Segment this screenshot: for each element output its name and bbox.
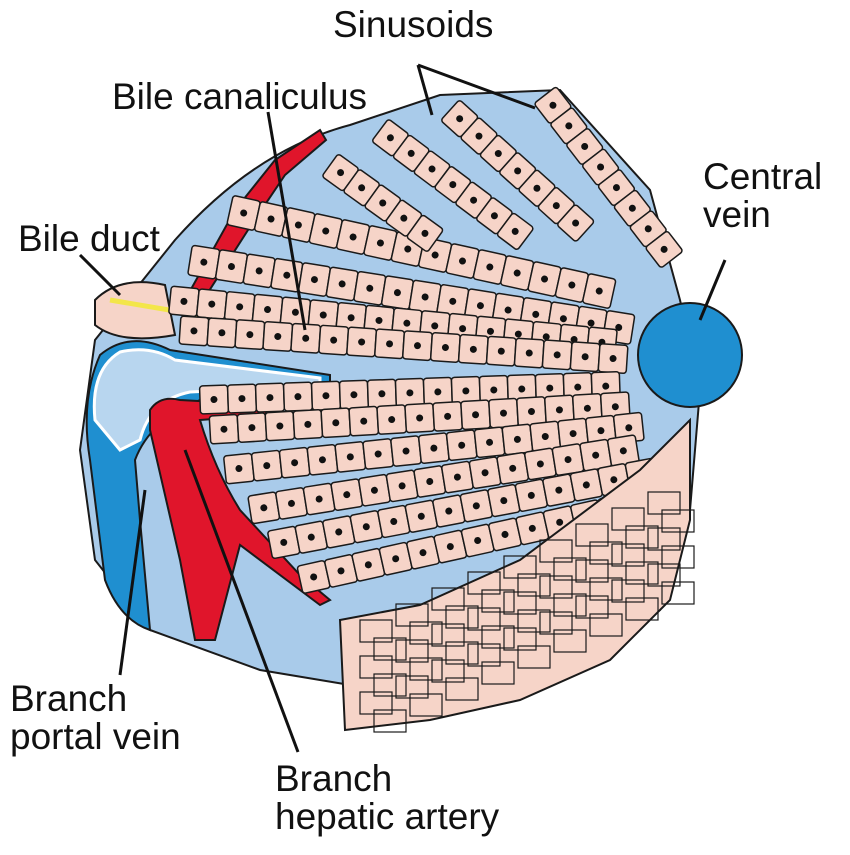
central-vein: [638, 303, 742, 407]
label-central-vein: Central vein: [703, 158, 822, 234]
portal-vein-line1: Branch: [10, 680, 181, 718]
hepatic-artery-line2: hepatic artery: [275, 798, 499, 836]
central-vein-line1: Central: [703, 158, 822, 196]
hepatic-artery-line1: Branch: [275, 760, 499, 798]
central-vein-line2: vein: [703, 196, 822, 234]
label-bile-canaliculus: Bile canaliculus: [112, 78, 367, 116]
portal-vein-line2: portal vein: [10, 718, 181, 756]
label-sinusoids: Sinusoids: [333, 6, 493, 44]
label-branch-hepatic-artery: Branch hepatic artery: [275, 760, 499, 836]
label-branch-portal-vein: Branch portal vein: [10, 680, 181, 756]
label-bile-duct: Bile duct: [18, 220, 160, 258]
pointer-bile-duct: [80, 255, 120, 295]
